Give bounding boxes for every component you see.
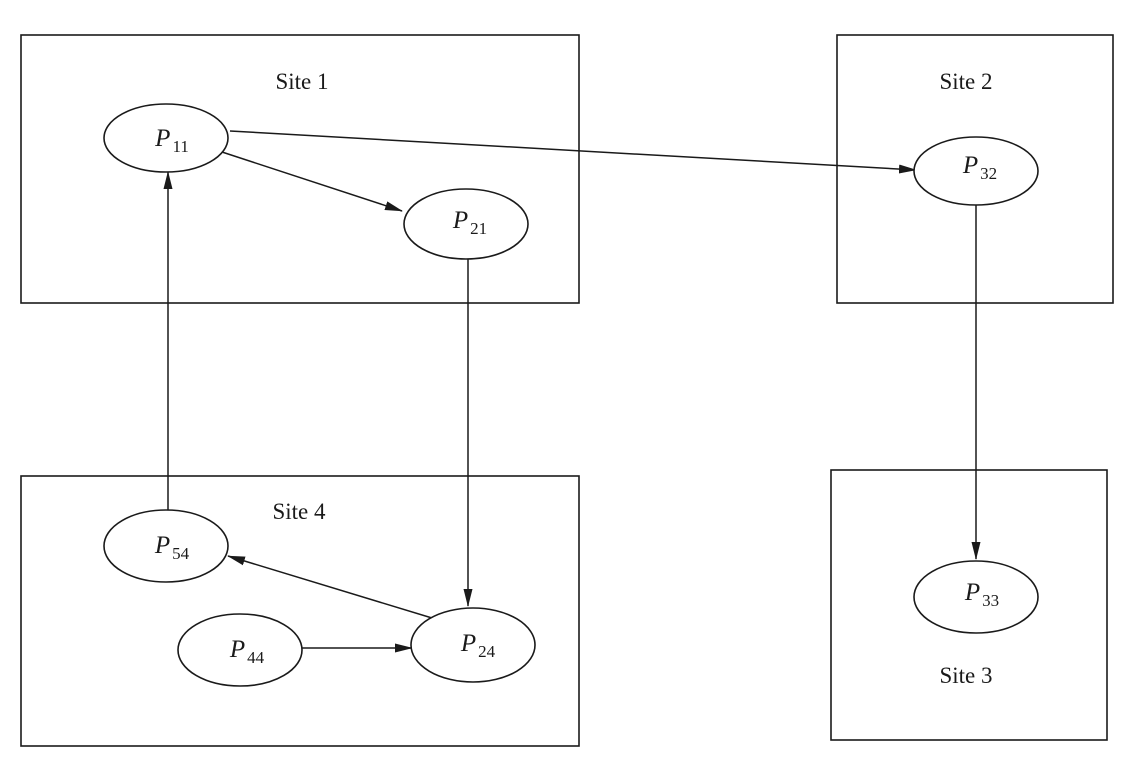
node-p11-base: P [154,125,170,152]
node-p54-base: P [154,532,170,559]
node-p21-subscript: 21 [470,219,487,238]
node-p33-subscript: 33 [982,591,999,610]
site-2-label: Site 2 [939,69,992,94]
site-4-box: Site 4 [20,475,580,747]
site-3-box: Site 3 [830,469,1108,741]
node-p33-base: P [964,579,980,606]
node-p32-subscript: 32 [980,164,997,183]
node-p44-subscript: 44 [247,648,265,667]
node-p44-base: P [229,636,245,663]
edge-p11-to-p21 [221,151,403,212]
node-p54-subscript: 54 [172,544,190,563]
edge-p24-to-p54 [227,555,433,619]
svg-text:P33: P33 [964,579,999,610]
svg-text:P44: P44 [229,636,265,667]
node-p21-base: P [452,207,468,234]
site-3-label: Site 3 [939,663,992,688]
site-2-box: Site 2 [836,34,1114,304]
svg-text:P32: P32 [962,152,997,183]
svg-text:P11: P11 [154,125,189,156]
edge-p11-to-p32 [229,130,917,174]
svg-text:P24: P24 [460,630,496,661]
site-4-label: Site 4 [272,499,326,524]
svg-text:P21: P21 [452,207,487,238]
node-p32-base: P [962,152,978,179]
node-p24-base: P [460,630,476,657]
node-p11-subscript: 11 [172,137,188,156]
site-1-box: Site 1 [20,34,580,304]
svg-text:P54: P54 [154,532,190,563]
node-p24-subscript: 24 [478,642,496,661]
site-1-label: Site 1 [275,69,328,94]
